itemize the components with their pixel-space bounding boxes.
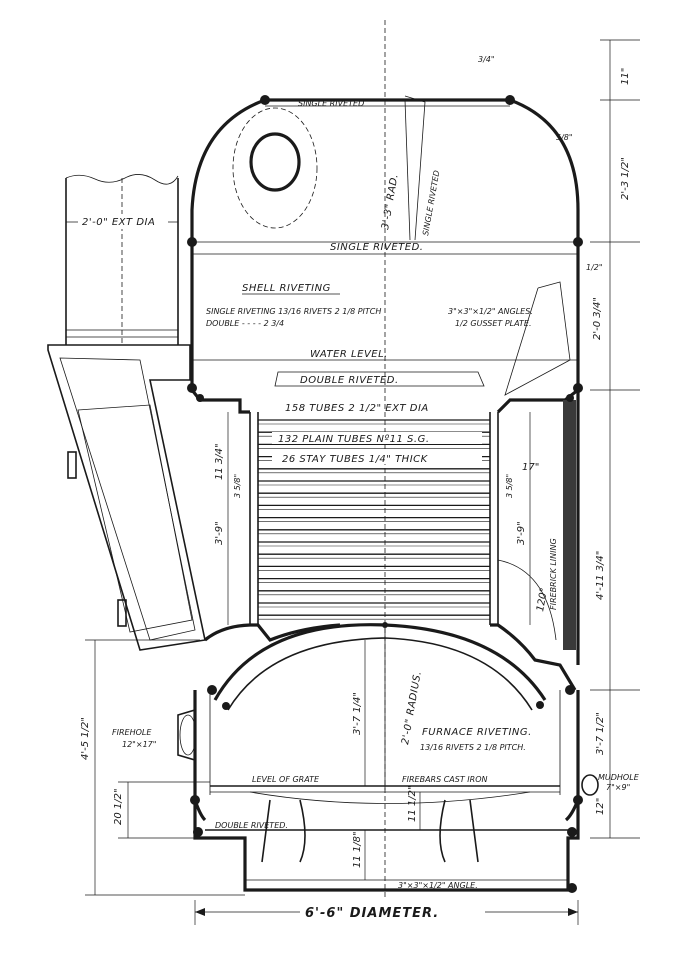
shell: SHELL RIVETING SINGLE RIVETING 13/16 RIV… — [190, 242, 580, 396]
mudhole-size-label: 7"×9" — [606, 783, 630, 792]
smoke-box — [47, 344, 206, 651]
tube-nest: 158 TUBES 2 1/2" EXT DIA 132 PLAIN TUBES… — [190, 388, 579, 625]
tubes-total-label: 158 TUBES 2 1/2" EXT DIA — [285, 403, 429, 414]
base-ring: DOUBLE RIVETED. 3"×3"×1/2" ANGLE. — [193, 800, 580, 892]
single-riveted-label: SINGLE RIVETED. — [330, 242, 423, 253]
firehole: FIREHOLE 12"×17" — [112, 708, 197, 762]
chimney-dia-label: 2'-0" EXT DIA — [82, 217, 155, 228]
dome-radius-label: 3'-3" RAD. — [380, 173, 401, 231]
furnace-radius-label: 2'-0" RADIUS. — [400, 670, 424, 745]
dim-shell-right: 2'-0 3/4" — [592, 297, 603, 340]
stay-tubes-label: 26 STAY TUBES 1/4" THICK — [282, 454, 429, 465]
dim-top: 11" — [620, 68, 631, 85]
dome-riveting-label: SINGLE RIVETED — [421, 170, 441, 237]
shell-riveting-double: DOUBLE - - - - 2 3/4 — [206, 319, 284, 328]
firebrick-label: FIREBRICK LINING — [549, 538, 558, 610]
firebrick-lining: FIREBRICK LINING 120° — [497, 390, 580, 665]
gusset-label: 1/2 GUSSET PLATE. — [455, 319, 531, 328]
dim-tube-pitch-right: 3 5/8" — [505, 474, 514, 498]
left-dimensions: 4'-5 1/2" 20 1/2" 3'-9" 11 3/4" 3 5/8" 3… — [80, 412, 539, 896]
mudhole: MUDHOLE 7"×9" — [581, 773, 640, 796]
dim-grate-gap: 11 1/2" — [407, 785, 418, 822]
rivets — [187, 95, 583, 893]
dim-plate-top: 3/4" — [478, 55, 495, 64]
dim-right-tube-gap: 17" — [522, 462, 539, 473]
angle-120-label: 120° — [535, 587, 550, 613]
base-angle-label: 3"×3"×1/2" ANGLE. — [398, 881, 478, 890]
firehole-label: FIREHOLE — [112, 728, 152, 737]
shell-riveting-title: SHELL RIVETING — [242, 283, 331, 294]
dim-right-total: 4'-11 3/4" — [595, 551, 606, 600]
dim-left-tube-gap: 11 3/4" — [214, 443, 225, 480]
diameter-dimension: 6'-6" DIAMETER. — [194, 900, 579, 925]
dim-plate-right: 5/8" — [556, 133, 573, 142]
dim-right-base: 12" — [595, 798, 606, 815]
dim-left-grate: 20 1/2" — [113, 788, 124, 825]
plain-tubes-label: 132 PLAIN TUBES Nº11 S.G. — [278, 434, 430, 445]
mudhole-label: MUDHOLE — [598, 773, 640, 782]
double-riveted-upper-label: DOUBLE RIVETED. — [300, 375, 399, 386]
dim-right-tubes: 3'-9" — [516, 521, 527, 545]
firebars-label: FIREBARS CAST IRON — [402, 775, 487, 784]
dim-plate-shell: 1/2" — [586, 263, 603, 272]
tube-rows — [258, 419, 490, 620]
dim-left-lower: 4'-5 1/2" — [80, 717, 91, 760]
double-riveted-lower-label: DOUBLE RIVETED. — [215, 821, 288, 830]
top-riveting-label: SINGLE RIVETED — [298, 99, 364, 108]
grate: LEVEL OF GRATE FIREBARS CAST IRON — [210, 775, 560, 863]
dim-right-lower: 3'-7 1/2" — [595, 712, 606, 755]
dim-furnace-height: 3'-7 1/4" — [352, 692, 363, 735]
diameter-label: 6'-6" DIAMETER. — [305, 906, 439, 921]
right-dimensions: 11" 2'-3 1/2" 2'-0 3/4" 4'-11 3/4" 3'-7 … — [478, 39, 640, 839]
dim-base-gap: 11 1/8" — [352, 831, 363, 868]
water-level-label: WATER LEVEL. — [310, 349, 388, 360]
dim-tube-pitch-left: 3 5/8" — [233, 474, 242, 498]
furnace-riveting-2: 13/16 RIVETS 2 1/8 PITCH. — [420, 743, 526, 752]
firehole-size-label: 12"×17" — [122, 740, 156, 749]
dim-upper-right: 2'-3 1/2" — [620, 157, 631, 200]
level-of-grate-label: LEVEL OF GRATE — [252, 775, 320, 784]
shell-riveting-single: SINGLE RIVETING 13/16 RIVETS 2 1/8 PITCH — [206, 307, 381, 316]
dim-left-tubes: 3'-9" — [214, 521, 225, 545]
furnace-riveting-1: FURNACE RIVETING. — [422, 727, 532, 738]
angles-label: 3"×3"×1/2" ANGLES. — [448, 307, 533, 316]
chimney: 2'-0" EXT DIA — [65, 174, 179, 345]
furnace: 2'-0" RADIUS. FURNACE RIVETING. 13/16 RI… — [193, 623, 580, 822]
